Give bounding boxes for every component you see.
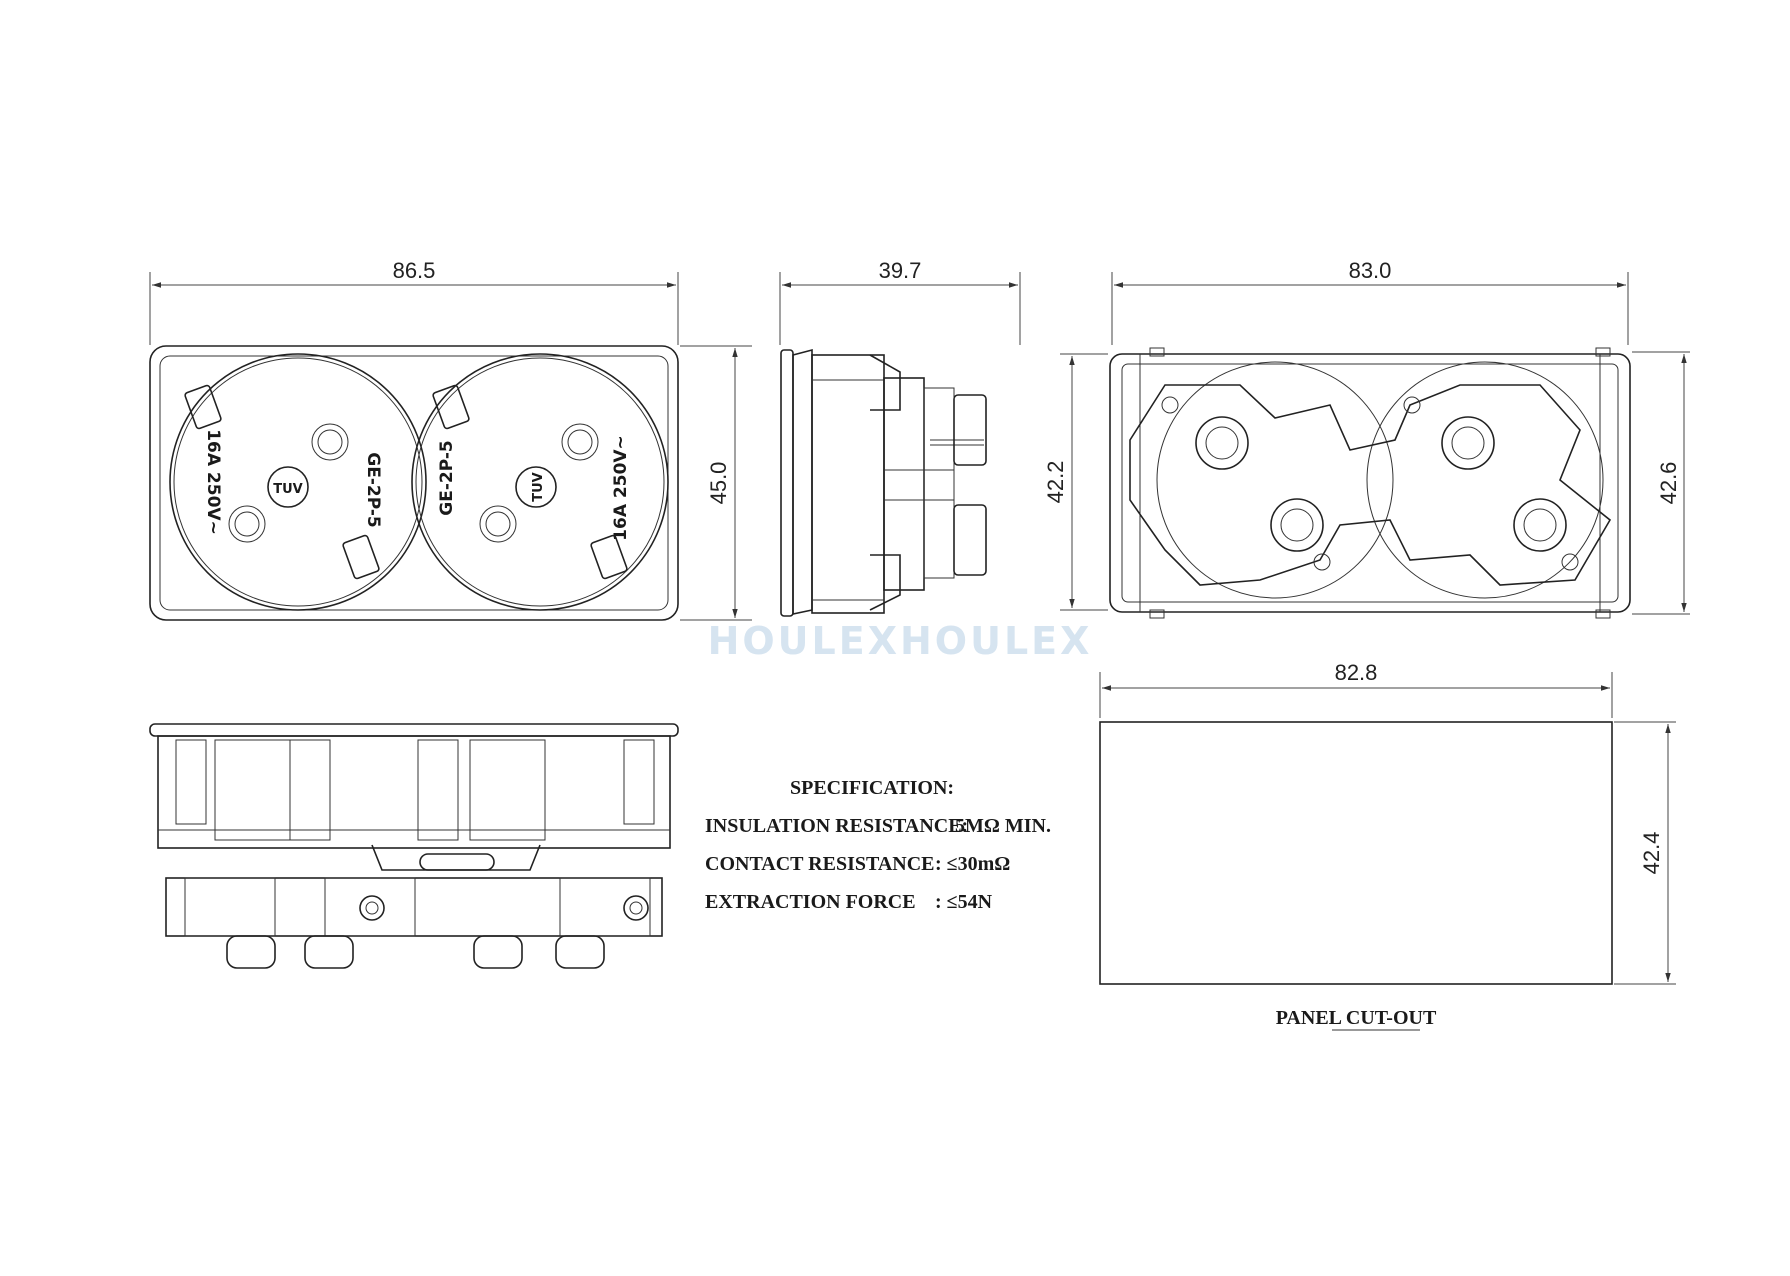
dim-front-height: 45.0 — [706, 462, 731, 505]
dim-rear-width: 83.0 — [1349, 258, 1392, 283]
bottom-view — [149, 723, 679, 969]
spec-row-label: INSULATION RESISTANCE: — [705, 815, 968, 837]
right-socket-cert: TUV — [531, 472, 546, 502]
spec-row-label: CONTACT RESISTANCE — [705, 853, 935, 875]
specification-block: SPECIFICATION: INSULATION RESISTANCE: 5M… — [705, 777, 1051, 913]
right-socket-model: GE-2P-5 — [437, 440, 457, 516]
dim-cutout-height: 42.4 — [1639, 832, 1664, 875]
watermark: HOULEXHOULEX — [708, 619, 1093, 663]
spec-title: SPECIFICATION: — [790, 777, 954, 799]
cutout-label: PANEL CUT-OUT — [1276, 1007, 1437, 1029]
front-view: 86.5 45.0 TUV 16A 250V~ GE-2P-5 TUV GE-2… — [149, 258, 752, 621]
dim-rear-height-right: 42.6 — [1656, 462, 1681, 505]
left-socket-rating: 16A 250V~ — [203, 429, 223, 535]
dim-rear-height-left: 42.2 — [1043, 461, 1068, 504]
left-socket-cert: TUV — [273, 482, 303, 497]
dim-cutout-width: 82.8 — [1335, 660, 1378, 685]
spec-row-value: : ≤30mΩ — [935, 853, 1010, 875]
spec-row-value: : ≤54N — [935, 891, 993, 913]
spec-row-label: EXTRACTION FORCE — [705, 891, 916, 913]
spec-row-value: 5MΩ MIN. — [955, 815, 1051, 837]
dim-side-depth: 39.7 — [879, 258, 922, 283]
side-view: 39.7 — [779, 258, 1021, 617]
rear-view: 83.0 42.2 42.6 — [1043, 258, 1690, 619]
left-socket-model: GE-2P-5 — [363, 452, 383, 528]
panel-cutout: 82.8 42.4 PANEL CUT-OUT — [1099, 660, 1676, 1031]
dim-front-width: 86.5 — [393, 258, 436, 283]
right-socket-rating: 16A 250V~ — [611, 435, 631, 541]
